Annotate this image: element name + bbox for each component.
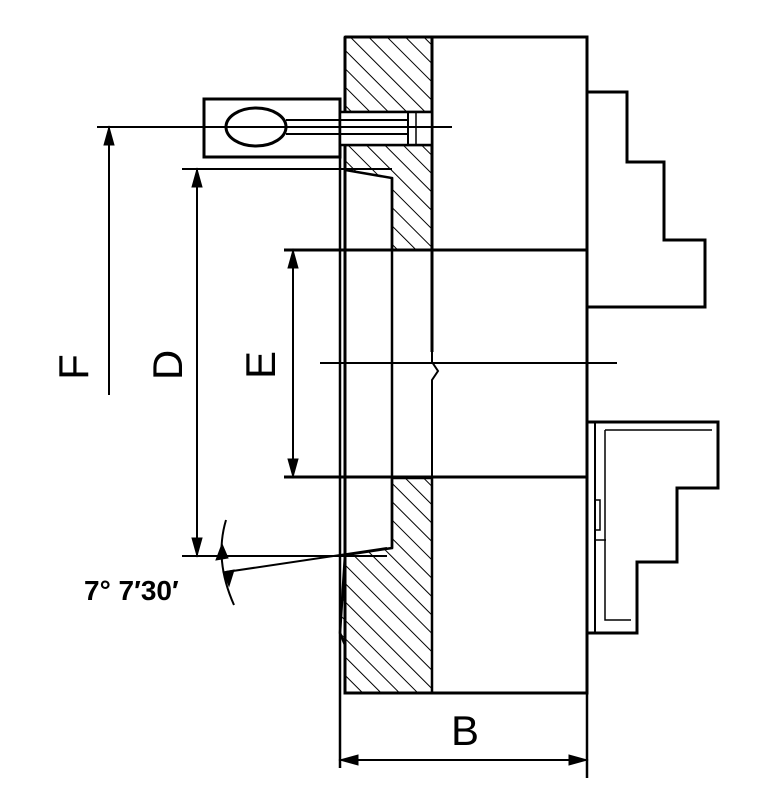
dimension-f [103,125,115,395]
reference-lines [97,126,617,557]
lower-hatched-section [338,476,434,695]
label-d: D [144,350,191,380]
dimension-e [287,248,299,479]
label-angle: 7° 7′30′ [84,575,179,606]
label-e: E [237,351,284,379]
taper-angle-annotation [215,519,388,606]
label-b: B [451,707,479,754]
label-f: F [50,354,97,380]
lower-jaw [587,420,720,635]
upper-jaw [587,90,707,309]
dimension-d [191,167,203,558]
dimension-b [338,693,589,778]
